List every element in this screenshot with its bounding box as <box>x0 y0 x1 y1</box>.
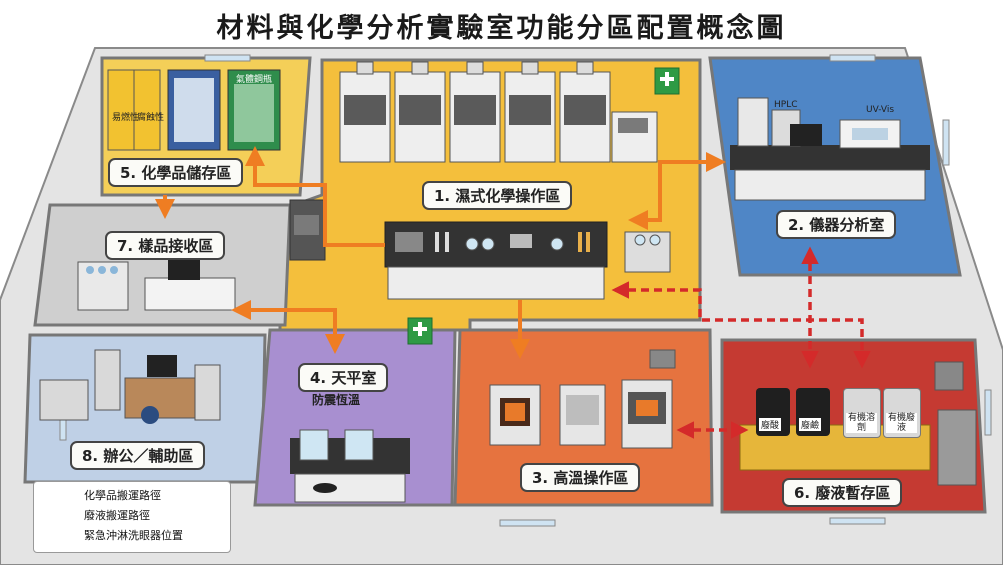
vent-grille <box>649 349 676 369</box>
waste-barrel: 有機溶劑 <box>843 388 881 438</box>
legend-chem-route-label: 化學品搬運路徑 <box>84 489 161 502</box>
waste-barrel: 廢鹼 <box>796 388 830 436</box>
hplc-instrument <box>737 97 801 147</box>
zone-label-sample: 7. 樣品接收區 <box>105 231 226 260</box>
legend-eyewash: 緊急沖淋洗眼器位置 <box>84 526 183 544</box>
zone-label-high-temp: 3. 高溫操作區 <box>520 463 641 492</box>
uvvis-label: UV-Vis <box>866 105 895 115</box>
office-desk <box>124 355 196 424</box>
sample-shelf <box>77 261 129 311</box>
eyewash-icon <box>407 317 433 345</box>
barrel-label: 廢鹼 <box>799 418 822 431</box>
zone-sublabel-balance: 防震恆溫 <box>312 393 361 407</box>
cabinet-label-gas: 氣體鋼瓶 <box>236 75 273 85</box>
waste-safe-cabinet <box>937 409 977 486</box>
route-sample-to-balance <box>231 300 345 354</box>
zone-label-balance: 4. 天平室 <box>298 363 389 392</box>
gas-cylinder-cabinet <box>227 69 281 151</box>
cabinet-label-corrosive: 腐蝕性 <box>137 113 165 123</box>
chem-transport-routes <box>155 146 726 359</box>
zone-label-wet-chem: 1. 濕式化學操作區 <box>422 181 573 210</box>
window <box>942 119 950 166</box>
legend: 化學品搬運路徑 廢液搬運路徑 緊急沖淋洗眼器位置 <box>33 481 231 553</box>
lab-stool <box>313 483 337 493</box>
legend-waste-route: 廢液搬運路徑 <box>84 506 150 524</box>
fume-hood <box>449 61 501 163</box>
balance-bench <box>290 429 410 503</box>
fume-hood <box>339 61 391 163</box>
vent-grille <box>934 361 964 391</box>
central-lab-bench <box>384 221 608 300</box>
route-wetchem-to-waste <box>611 281 871 369</box>
muffle-furnace <box>489 384 541 446</box>
legend-eyewash-label: 緊急沖淋洗眼器位置 <box>84 529 183 542</box>
diagram-title: 材料與化學分析實驗室功能分區配置概念圖 <box>216 13 787 44</box>
fume-hood <box>504 61 556 163</box>
route-storage-to-wetchem <box>245 146 385 247</box>
zone-label-instrument: 2. 儀器分析室 <box>776 210 897 239</box>
window <box>829 54 876 62</box>
uvvis-instrument <box>839 119 901 149</box>
zone-label-chem-storage: 5. 化學品儲存區 <box>108 158 244 187</box>
legend-waste-route-label: 廢液搬運路徑 <box>84 509 150 522</box>
fume-hood <box>559 61 611 163</box>
hplc-label: HPLC <box>774 100 798 110</box>
flammable-cabinet <box>107 69 161 151</box>
barrel-label: 廢酸 <box>759 418 782 431</box>
receiving-desk <box>144 260 236 311</box>
window <box>829 517 886 525</box>
window <box>499 519 556 527</box>
waste-barrel: 有機廢液 <box>883 388 921 438</box>
oven <box>621 379 673 449</box>
instrument-bench <box>730 145 930 201</box>
sink-counter <box>611 111 658 163</box>
fume-hood <box>394 61 446 163</box>
side-sink <box>289 199 326 261</box>
zone-label-waste: 6. 廢液暫存區 <box>782 478 903 507</box>
route-wetchem-to-instrument <box>628 152 726 230</box>
waste-transport-routes <box>611 246 871 439</box>
zone-label-office: 8. 辦公／輔助區 <box>70 441 206 470</box>
computer-monitor <box>790 124 822 146</box>
sample-cart <box>624 231 671 273</box>
corrosive-cabinet <box>167 69 221 151</box>
barrel-label: 有機溶劑 <box>846 413 877 433</box>
barrel-label: 有機廢液 <box>886 413 917 433</box>
office-cabinets <box>39 349 221 421</box>
fume-hoods <box>339 61 611 163</box>
cabinet-label-flammable: 易燃性 <box>112 113 140 123</box>
drying-oven <box>559 384 606 446</box>
window <box>204 54 251 62</box>
waste-barrel: 廢酸 <box>756 388 790 436</box>
window <box>984 389 992 436</box>
legend-chem-route: 化學品搬運路徑 <box>84 486 161 504</box>
eyewash-icon <box>654 67 680 95</box>
